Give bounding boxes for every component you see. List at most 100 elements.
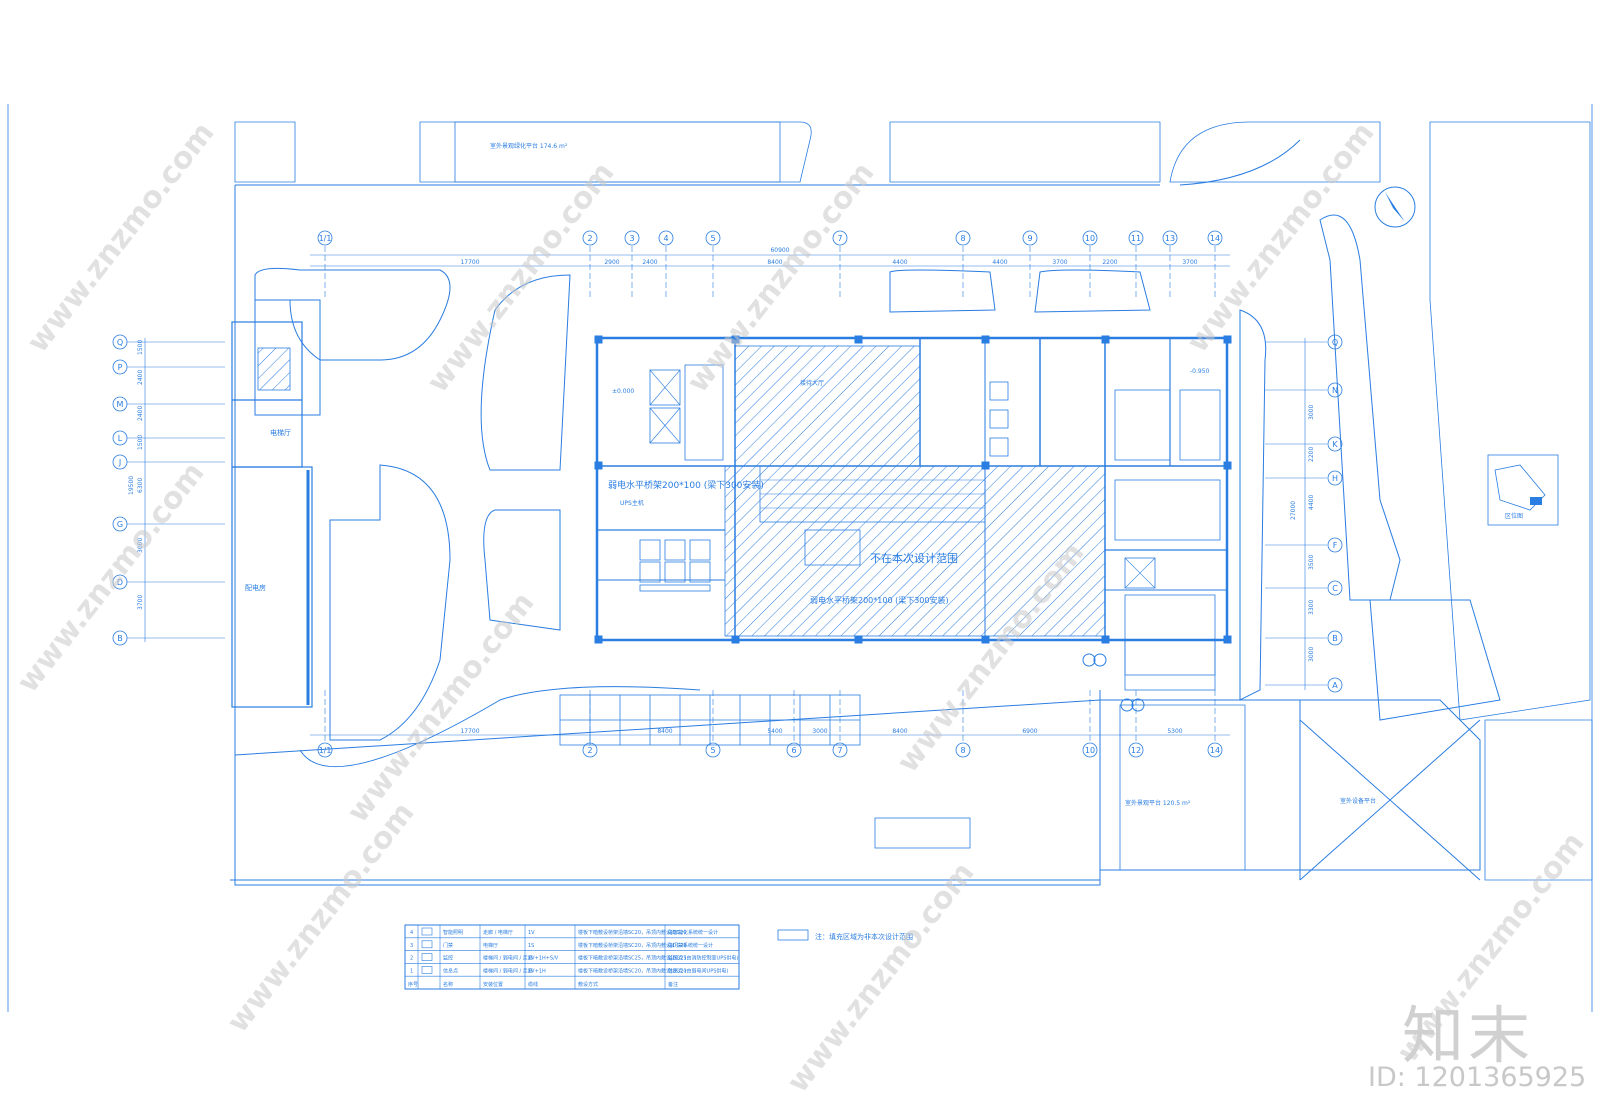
- dim-span-bottom: 5300: [1167, 728, 1182, 735]
- axis-bubble: [955, 230, 971, 246]
- axis-bubble: [1082, 230, 1098, 246]
- tray-label-bottom: 弱电水平桥架200*100 (梁下300安装): [810, 595, 949, 605]
- axis-label-top: 1/1: [319, 234, 332, 243]
- dim-span-right: 3000: [1308, 647, 1315, 662]
- axis-bubble: [582, 742, 598, 758]
- legend-cell: 4: [410, 930, 413, 936]
- ups-label: UPS主机: [620, 499, 644, 507]
- dim-span-top: 3700: [1052, 259, 1067, 266]
- legend-cell: 由智能化系统统一设计: [668, 929, 718, 936]
- dim-span-bottom: 3000: [812, 728, 827, 735]
- axis-label-left: L: [118, 434, 123, 443]
- axis-label-bottom: 2: [587, 746, 592, 755]
- legend-cell: 监控点 (由消防控制室UPS供电): [668, 955, 738, 962]
- lobby-label: 接待大厅: [800, 379, 824, 387]
- annex-building: [231, 321, 313, 708]
- site-lines: [230, 139, 1481, 881]
- hatch-swatch: [777, 929, 809, 941]
- legend-cell: 信息点: [443, 967, 458, 974]
- legend-header: 序号: [408, 981, 418, 988]
- axis-label-bottom: 7: [837, 746, 842, 755]
- axis-label-left: Q: [117, 338, 123, 347]
- axis-label-left: G: [117, 520, 123, 529]
- axis-bubble: [112, 574, 128, 590]
- elevation-label-2: ±0.000: [612, 388, 634, 395]
- legend-header: 名称: [443, 981, 453, 988]
- legend-cell: 楼板下暗敷设桥架沿墙SC25，吊顶内敷设JDG25: [578, 955, 687, 962]
- dim-span-left: 1500: [137, 435, 144, 450]
- legend-symbol-icon: [421, 966, 433, 974]
- room-label-lobby: 电梯厅: [270, 428, 291, 437]
- dim-span-bottom: 17700: [460, 728, 479, 735]
- room-label-power: 配电房: [245, 583, 266, 592]
- axis-label-left: P: [118, 363, 123, 372]
- area-label-top: 室外景观绿化平台 174.6 m²: [490, 142, 568, 150]
- not-in-scope-label: 不在本次设计范围: [870, 551, 958, 565]
- axis-label-bottom: 6: [791, 746, 796, 755]
- dim-span-left: 3000: [137, 538, 144, 553]
- legend-cell: 1V: [528, 930, 535, 936]
- legend-cell: 1S: [528, 943, 534, 949]
- axis-label-top: 7: [837, 234, 842, 243]
- dim-span-right: 2200: [1308, 447, 1315, 462]
- dim-span-top: 4400: [892, 259, 907, 266]
- axis-label-top: 11: [1131, 234, 1141, 243]
- dim-span-bottom: 6900: [1022, 728, 1037, 735]
- legend-symbol-icon: [421, 927, 433, 936]
- outdoor-label: 室外设备平台: [1340, 797, 1376, 805]
- legend-cell: 信息点 (由弱电间UPS供电): [668, 967, 728, 974]
- dim-left-total: 19500: [128, 476, 135, 495]
- axis-bubble: [112, 516, 128, 532]
- axis-label-left: J: [118, 458, 121, 467]
- dim-span-bottom: 8400: [657, 728, 672, 735]
- axis-label-right: C: [1332, 584, 1338, 593]
- drawing-labels: 不在本次设计范围 弱电水平桥架200*100 (梁下300安装) 弱电水平桥架2…: [245, 142, 1376, 807]
- axis-label-bottom: 12: [1131, 746, 1141, 755]
- axis-label-right: K: [1332, 440, 1338, 449]
- axis-bubble: [582, 230, 598, 246]
- landscape-areas: [234, 121, 1593, 886]
- axis-label-top: 4: [663, 234, 668, 243]
- axis-bubble: [705, 742, 721, 758]
- axis-label-top: 9: [1027, 234, 1032, 243]
- axis-bubble: [1162, 230, 1178, 246]
- legend-cell: 楼板下暗敷设桥架沿墙SC20，吊顶内敷设JDG20: [578, 942, 687, 949]
- axis-bubble: [112, 454, 128, 470]
- dim-span-right: 3000: [1308, 405, 1315, 420]
- axis-bubble: [112, 630, 128, 646]
- legend-symbol-icon: [421, 953, 433, 961]
- axis-bubble: [1082, 742, 1098, 758]
- dim-span-top: 4400: [992, 259, 1007, 266]
- axis-bubble: [112, 359, 128, 375]
- axis-label-top: 2: [587, 234, 592, 243]
- axis-label-bottom: 14: [1210, 746, 1220, 755]
- brand-logo: 知末: [1402, 999, 1535, 1072]
- area-label-bottom: 室外景观平台 120.5 m²: [1125, 799, 1191, 807]
- axis-label-top: 14: [1210, 234, 1220, 243]
- axis-label-right: H: [1332, 474, 1338, 483]
- legend-header: 备注: [668, 981, 678, 988]
- legend-cell: 楼梯间 / 弱电间 / 走廊: [483, 955, 533, 962]
- axis-label-right: F: [1333, 541, 1338, 550]
- legend-cell: 楼梯间 / 弱电间 / 走廊: [483, 967, 533, 974]
- axis-bubble: [624, 230, 640, 246]
- axis-bubble: [1327, 630, 1343, 646]
- axis-label-left: D: [117, 578, 123, 587]
- legend-cell: 3: [410, 943, 413, 949]
- axis-label-top: 13: [1165, 234, 1175, 243]
- dim-span-left: 2400: [137, 406, 144, 421]
- dim-span-left: 1500: [137, 340, 144, 355]
- axis-label-bottom: 8: [960, 746, 965, 755]
- axis-label-right: Q: [1332, 338, 1338, 347]
- legend-cell: 1V+1H: [528, 968, 546, 974]
- axis-bubble: [112, 334, 128, 350]
- axis-label-left: B: [117, 634, 123, 643]
- legend-cell: 电梯厅: [483, 942, 498, 949]
- axis-label-top: 10: [1085, 234, 1095, 243]
- outdoor-units: [1082, 653, 1145, 712]
- legend-header: 缆线: [528, 981, 538, 988]
- dim-span-left: 3700: [137, 595, 144, 610]
- legend-cell: 监控: [443, 955, 453, 962]
